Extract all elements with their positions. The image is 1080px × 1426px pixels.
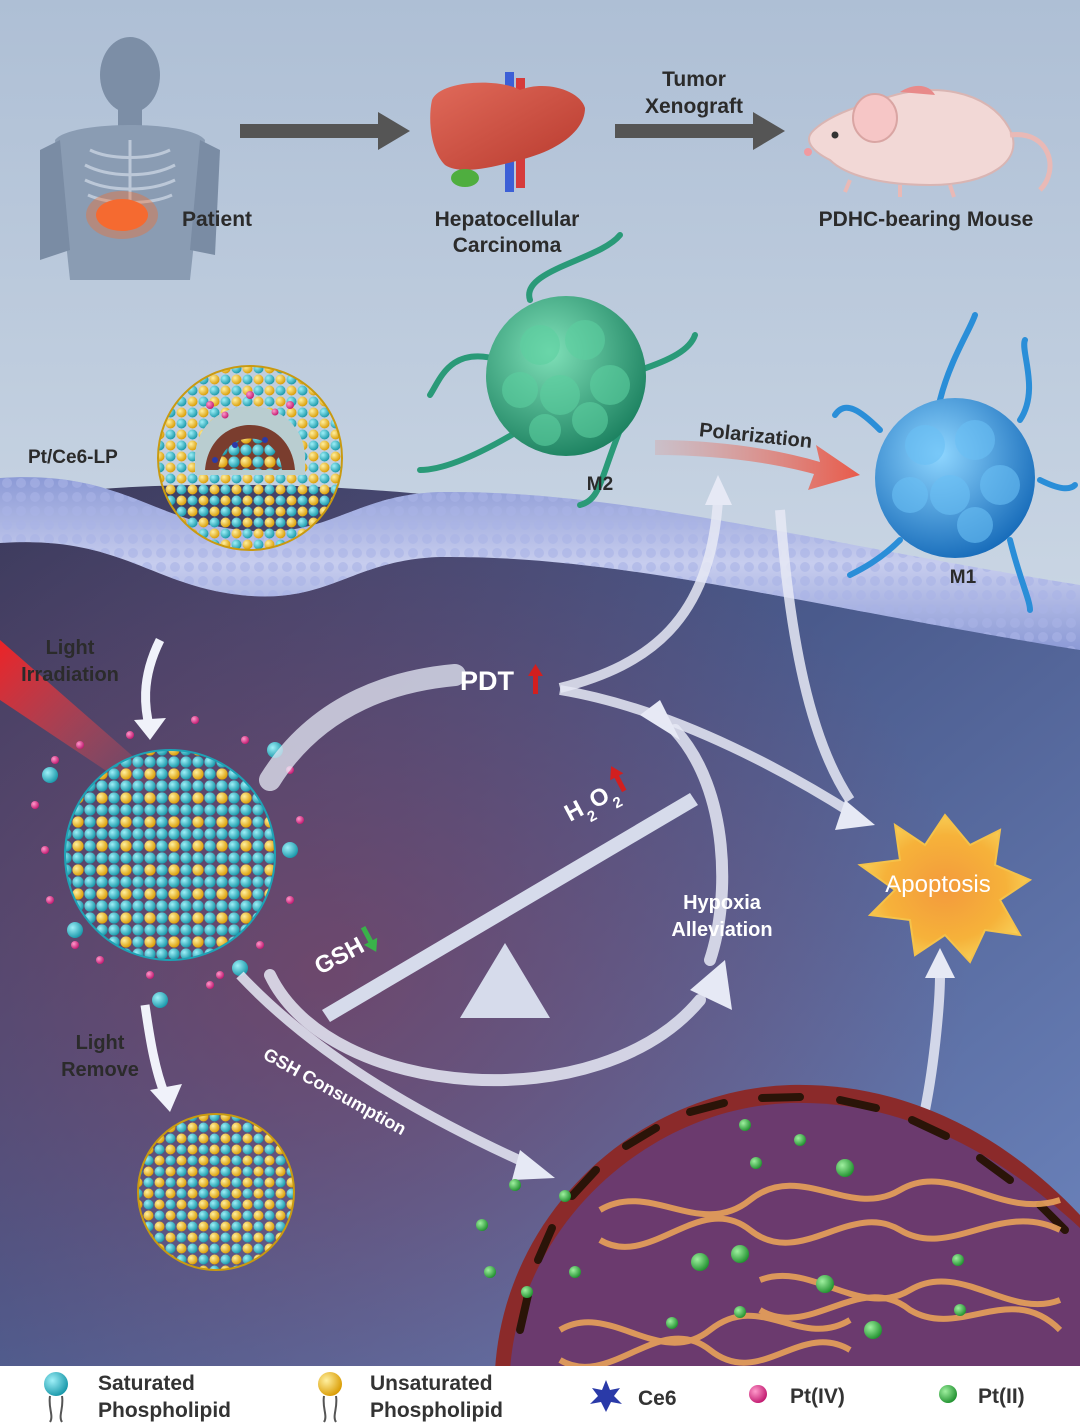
legend-unsaturated-icon [318, 1372, 342, 1423]
liposome-intact [157, 365, 343, 551]
arrow-liver-to-mouse [615, 112, 785, 150]
arrow-patient-to-liver [240, 112, 410, 150]
pt2-particles [476, 1119, 966, 1339]
pt4-icon [749, 1385, 767, 1403]
m1-to-apoptosis-arrow [775, 509, 855, 803]
light-irradiation-label-1: Light [46, 637, 95, 659]
pdt-to-m2-arrow [558, 499, 723, 693]
apoptosis-burst [857, 813, 1033, 964]
seesaw [322, 793, 698, 1022]
ce6-icon [590, 1380, 622, 1412]
xenograft-label: Xenograft [645, 95, 743, 118]
pdt-cycle-arrow [259, 664, 729, 1087]
tumor-label: Tumor [662, 68, 726, 91]
legend-saturated-line1: Saturated [98, 1372, 195, 1395]
gsh-consumption-arrow [236, 971, 533, 1170]
hcc-label-line2: Carcinoma [453, 234, 562, 257]
laser-beam [0, 640, 160, 800]
pt2-icon [939, 1385, 957, 1403]
nucleus [495, 1084, 1080, 1370]
legend-unsaturated-line1: Unsaturated [370, 1372, 493, 1395]
cell-membrane [0, 477, 1080, 650]
light-remove-label-1: Light [76, 1032, 125, 1054]
m1-macrophage [832, 312, 1078, 613]
hcc-label-line1: Hepatocellular [435, 208, 580, 231]
liver-icon [430, 72, 585, 192]
gsh-down-arrow [360, 925, 374, 945]
mouse-label: PDHC-bearing Mouse [819, 208, 1034, 231]
legend-background [0, 1366, 1080, 1426]
legend-unsaturated-line2: Phospholipid [370, 1399, 503, 1422]
hypoxia-label-1: Hypoxia [683, 892, 762, 914]
pdt-up-arrow [528, 664, 543, 694]
legend-pt4: Pt(IV) [790, 1385, 845, 1408]
light-remove-label-2: Remove [61, 1059, 139, 1081]
m2-label: M2 [587, 474, 613, 495]
legend: Saturated Phospholipid Unsaturated Phosp… [44, 1372, 1025, 1423]
liposome-label: Pt/Ce6-LP [28, 447, 118, 468]
patient-label: Patient [182, 208, 252, 231]
m2-macrophage [417, 232, 698, 508]
polarization-arrow [655, 440, 860, 490]
patient-figure [40, 37, 220, 280]
light-irradiation-label-2: Irradiation [21, 664, 119, 686]
mouse-icon [804, 85, 1053, 198]
dna-helix [558, 1178, 1063, 1370]
dna-to-apoptosis-arrow [920, 974, 945, 1111]
legend-pt2: Pt(II) [978, 1385, 1025, 1408]
arrowhead-hypoxia [690, 960, 732, 1010]
legend-saturated-line2: Phospholipid [98, 1399, 231, 1422]
m1-label: M1 [950, 567, 977, 588]
liposome-reassembled [137, 1113, 295, 1271]
liposome-disassembling [31, 716, 304, 1008]
light-remove-arrow [140, 1004, 170, 1097]
pdt-label: PDT [460, 666, 515, 696]
pdt-to-apoptosis-arrow [559, 685, 858, 820]
apoptosis-label: Apoptosis [885, 871, 990, 898]
hypoxia-label-2: Alleviation [671, 919, 772, 941]
legend-saturated-icon [44, 1372, 68, 1423]
legend-ce6: Ce6 [638, 1387, 677, 1410]
